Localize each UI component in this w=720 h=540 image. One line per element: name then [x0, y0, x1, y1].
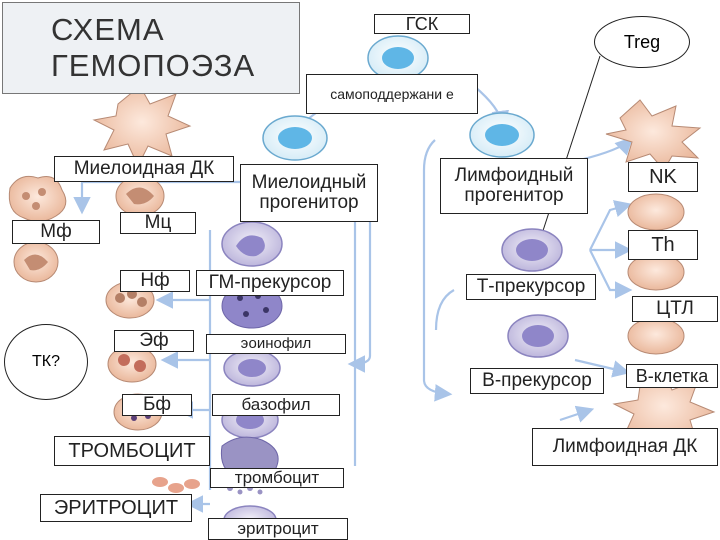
label-ctl: ЦТЛ	[632, 296, 718, 322]
label-tk: ТК?	[4, 324, 88, 400]
label-gsk: ГСК	[374, 14, 470, 34]
label-ef: Эф	[114, 330, 194, 352]
diagram-title: СХЕМА ГЕМОПОЭЗА	[2, 2, 300, 94]
t-precursor-cell	[501, 228, 563, 272]
monocyte-cell	[115, 175, 165, 217]
label-thrombocyte: тромбоцит	[210, 468, 344, 488]
myeloid-progenitor-cell	[262, 115, 328, 161]
label-gm-precursor: ГМ-прекурсор	[196, 270, 344, 296]
macrophage-cell	[8, 175, 67, 222]
label-b-cell: В-клетка	[626, 364, 718, 388]
label-erythrocyte: эритроцит	[208, 518, 348, 540]
label-self-renewal: самоподдержани е	[306, 74, 478, 114]
label-b-precursor: В-прекурсор	[470, 368, 604, 394]
label-bf: Бф	[122, 394, 192, 416]
label-mf: Мф	[12, 220, 100, 244]
gm-precursor-cell	[221, 221, 283, 267]
erythrocytes	[152, 477, 200, 493]
label-myeloid-dc: Миелоидная ДК	[54, 156, 234, 182]
label-myeloid-progenitor: Миелоидный прогенитор	[240, 164, 378, 222]
label-thrombocyte-caps: ТРОМБОЦИТ	[54, 436, 210, 466]
nk-cell	[627, 193, 685, 231]
title-line-1: СХЕМА	[51, 12, 165, 48]
treg-pointer	[537, 55, 601, 247]
label-erythrocyte-caps: ЭРИТРОЦИТ	[40, 494, 192, 522]
label-lymphoid-dc: Лимфоидная ДК	[532, 428, 718, 466]
top-right-dc-cell	[605, 99, 702, 171]
label-t-precursor: Т-прекурсор	[466, 274, 596, 300]
title-line-2: ГЕМОПОЭЗА	[51, 48, 256, 83]
lymphoid-progenitor-cell	[469, 112, 535, 158]
label-nf: Нф	[120, 270, 190, 292]
b-precursor-cell	[507, 314, 569, 358]
label-treg: Treg	[594, 16, 690, 68]
ctl-cell	[627, 317, 685, 355]
eosinophil-precursor-cell	[223, 349, 281, 387]
label-lymphoid-progenitor: Лимфоидный прогенитор	[440, 158, 588, 214]
label-eosinophil: эоинофил	[206, 334, 346, 354]
monocyte-cell-2	[13, 241, 59, 283]
label-nk: NK	[628, 162, 698, 192]
myeloid-dc-cell	[92, 85, 192, 168]
label-basophil: базофил	[212, 394, 340, 416]
label-th: Th	[628, 230, 698, 260]
label-mc: Мц	[120, 212, 196, 234]
